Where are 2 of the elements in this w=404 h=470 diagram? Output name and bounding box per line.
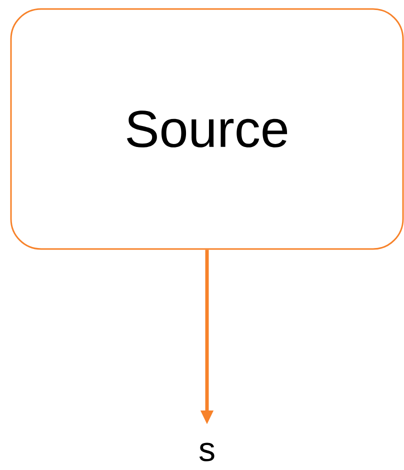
process-box: Source xyxy=(10,8,404,250)
output-label: s xyxy=(199,442,214,462)
